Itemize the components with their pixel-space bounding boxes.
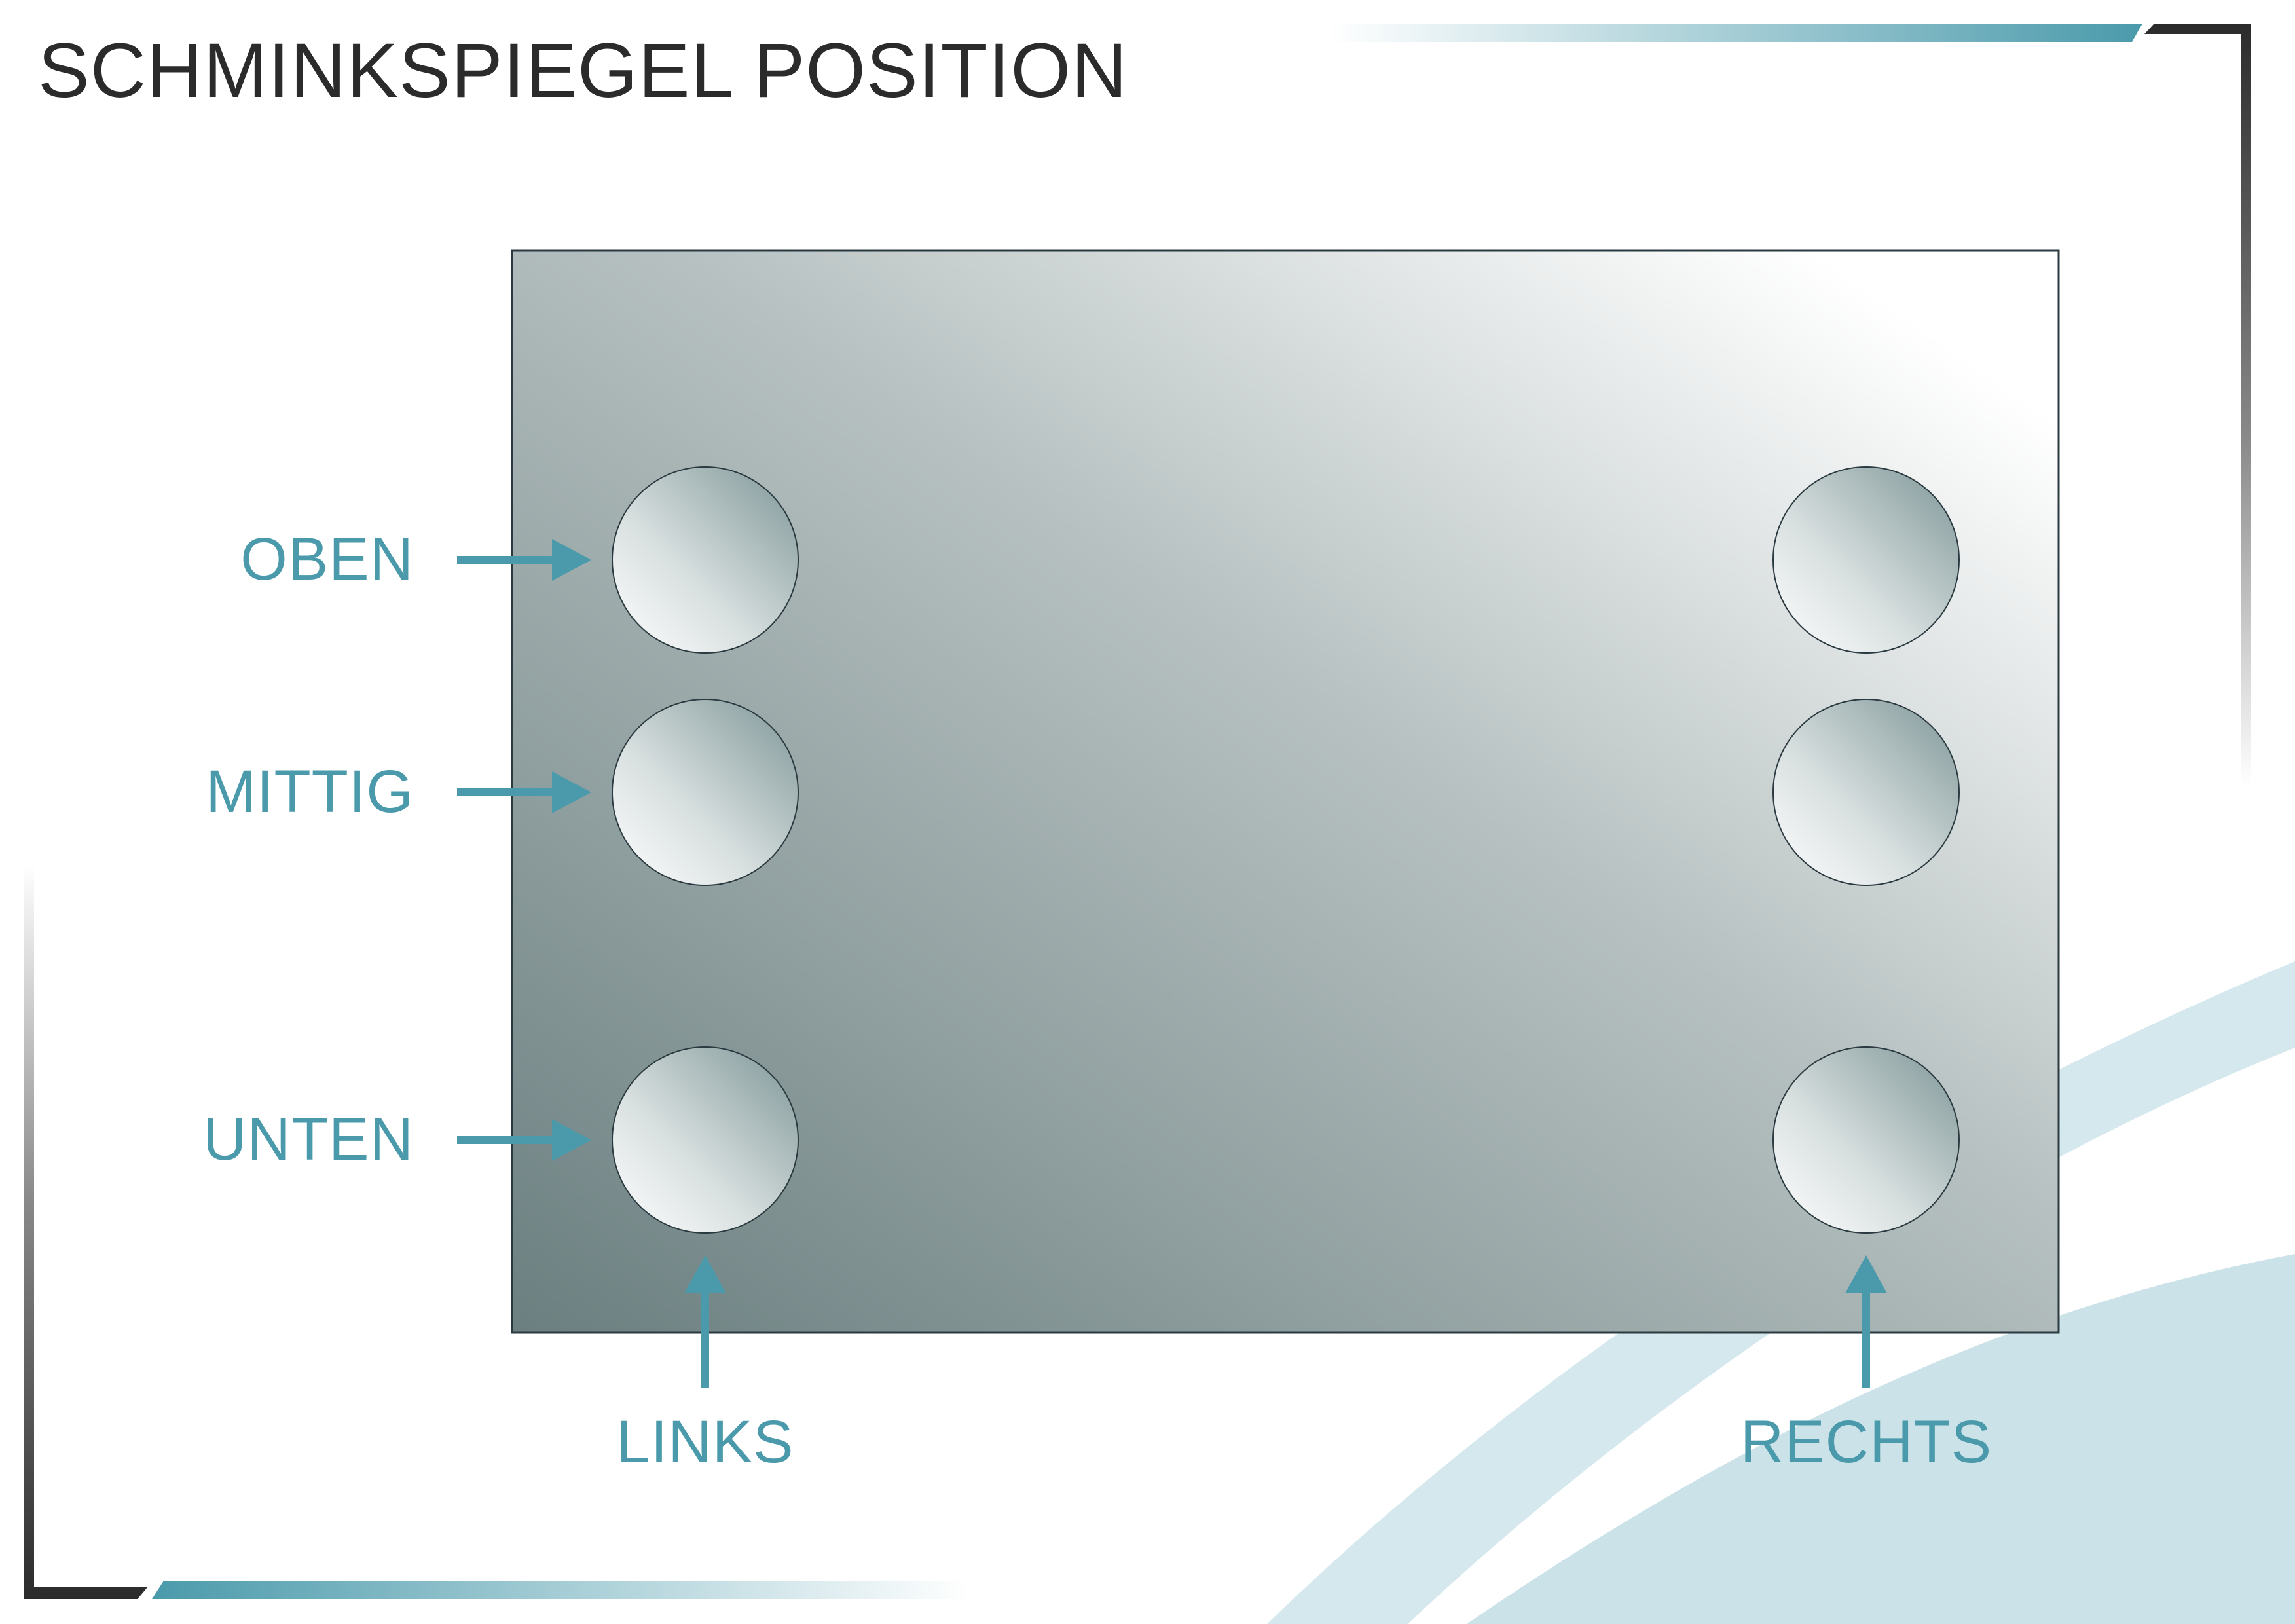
label-mittig: MITTIG <box>206 758 414 825</box>
arrow-up-icon <box>1845 1255 1887 1388</box>
light-right-top <box>1772 466 1960 654</box>
frame-corner-top-right <box>2144 24 2251 786</box>
label-rechts: RECHTS <box>1740 1409 1992 1475</box>
accent-bar-bottom <box>152 1581 969 1599</box>
decorative-wave-front <box>1467 1254 2295 1624</box>
frame-corner-bottom-left <box>24 864 147 1599</box>
accent-bar-top <box>1329 24 2142 42</box>
label-unten: UNTEN <box>203 1106 414 1173</box>
light-left-middle <box>612 699 799 886</box>
light-left-bottom <box>612 1046 799 1234</box>
light-left-top <box>612 466 799 654</box>
light-right-middle <box>1772 699 1960 886</box>
arrow-up-icon <box>684 1255 726 1388</box>
arrow-right-icon <box>457 1119 591 1161</box>
label-links: LINKS <box>616 1409 794 1475</box>
light-right-bottom <box>1772 1046 1960 1234</box>
arrow-right-icon <box>457 539 591 581</box>
arrow-right-icon <box>457 771 591 813</box>
page-title: SCHMINKSPIEGEL POSITION <box>38 28 1128 114</box>
label-oben: OBEN <box>240 526 414 593</box>
